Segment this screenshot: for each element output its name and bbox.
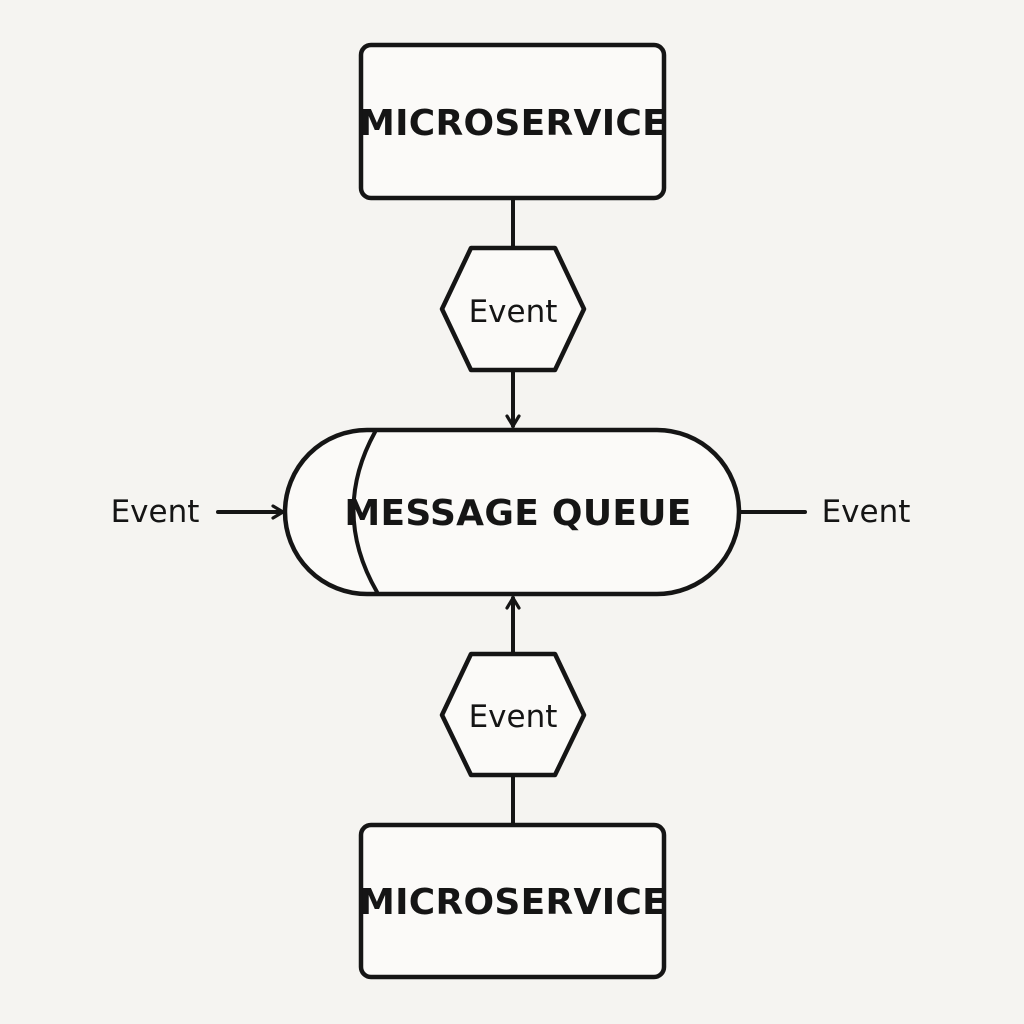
- bottom-microservice-label: MICROSERVICE: [359, 882, 667, 923]
- left-event-label: Event: [111, 494, 200, 530]
- top-microservice-node: [358, 42, 667, 201]
- message-queue-node: [282, 427, 742, 597]
- top-event-label: Event: [469, 294, 558, 330]
- bottom-microservice-node: [358, 822, 667, 980]
- right-event-label: Event: [822, 494, 911, 530]
- bottom-event-hexagon: [439, 651, 587, 778]
- top-microservice-label: MICROSERVICE: [359, 103, 667, 144]
- bottom-event-label: Event: [469, 699, 558, 735]
- message-queue-label: MESSAGE QUEUE: [344, 493, 691, 534]
- top-event-hexagon: [439, 245, 587, 373]
- message-queue-divider: [351, 430, 379, 594]
